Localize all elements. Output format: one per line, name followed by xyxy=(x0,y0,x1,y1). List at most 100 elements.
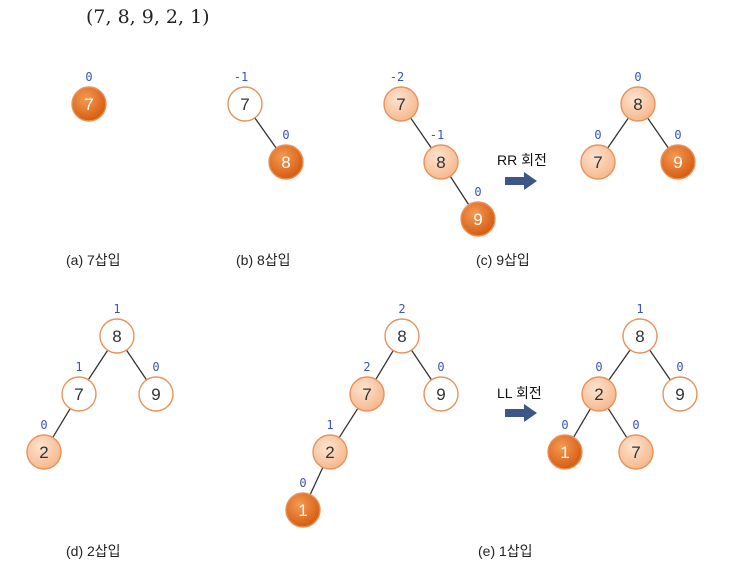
node-circle xyxy=(138,376,174,412)
balance-factor: 0 xyxy=(632,418,639,432)
node-key: 1 xyxy=(298,501,307,520)
node-circle xyxy=(26,434,62,470)
tree-edge xyxy=(375,350,394,380)
tree-node: 82 xyxy=(384,302,420,354)
node-circle xyxy=(383,86,419,122)
tree-node: 10 xyxy=(285,476,321,528)
node-circle xyxy=(312,434,348,470)
balance-factor: 1 xyxy=(636,302,643,316)
tree-edge xyxy=(125,349,148,381)
tree-edge xyxy=(647,117,669,149)
ll-rotation-arrow xyxy=(505,404,537,422)
node-circle xyxy=(268,144,304,180)
caption-e: (e) 1삽입 xyxy=(478,543,533,559)
node-key: 9 xyxy=(675,385,684,404)
node-circle xyxy=(547,434,583,470)
node-circle xyxy=(423,376,459,412)
node-key: 8 xyxy=(112,327,121,346)
node-circle xyxy=(618,434,654,470)
balance-factor: 0 xyxy=(474,185,481,199)
node-key: 2 xyxy=(594,385,603,404)
node-key: 7 xyxy=(84,95,93,114)
node-circle xyxy=(227,86,263,122)
tree-node: 81 xyxy=(99,302,135,354)
balance-factor: 0 xyxy=(674,128,681,142)
tree-node: 70 xyxy=(71,70,107,122)
tree-edge xyxy=(449,175,470,206)
node-circle xyxy=(71,86,107,122)
node-key: 7 xyxy=(631,443,640,462)
tree-edge xyxy=(607,117,629,149)
tree-edge xyxy=(52,408,71,438)
node-circle xyxy=(662,376,698,412)
tree-node: 81 xyxy=(622,302,658,354)
tree-node: 90 xyxy=(423,360,459,412)
node-circle xyxy=(620,86,656,122)
balance-factor: 0 xyxy=(676,360,683,374)
tree-edge xyxy=(410,117,432,149)
tree-node: 80 xyxy=(268,128,304,180)
balance-factor: 0 xyxy=(561,418,568,432)
tree-edge xyxy=(254,117,277,149)
node-key: 7 xyxy=(74,385,83,404)
node-key: 9 xyxy=(473,210,482,229)
tree-edge xyxy=(410,349,433,381)
node-circle xyxy=(581,376,617,412)
balance-factor: 0 xyxy=(282,128,289,142)
tree-node: 70 xyxy=(580,128,616,180)
balance-factor: 0 xyxy=(40,418,47,432)
tree-node: 71 xyxy=(61,360,97,412)
node-circle xyxy=(660,144,696,180)
balance-factor: 2 xyxy=(363,360,370,374)
balance-factor: 1 xyxy=(75,360,82,374)
node-key: 9 xyxy=(151,385,160,404)
node-key: 7 xyxy=(362,385,371,404)
node-circle xyxy=(423,144,459,180)
node-key: 9 xyxy=(673,153,682,172)
node-key: 8 xyxy=(281,153,290,172)
tree-edge xyxy=(573,408,591,438)
ll-rotation-label: LL 회전 xyxy=(497,385,542,401)
balance-factor: 0 xyxy=(152,360,159,374)
node-key: 9 xyxy=(436,385,445,404)
balance-factor: 2 xyxy=(398,302,405,316)
rr-rotation-label: RR 회전 xyxy=(497,152,547,168)
tree-node: 20 xyxy=(581,360,617,412)
caption-b: (b) 8삽입 xyxy=(236,252,291,268)
tree-node: 70 xyxy=(618,418,654,470)
node-circle xyxy=(460,201,496,237)
tree-edge xyxy=(649,349,671,381)
tree-node: 7-1 xyxy=(227,70,263,122)
caption-d: (d) 2삽입 xyxy=(66,543,121,559)
tree-edge xyxy=(608,349,631,381)
tree-node: 8 -1 xyxy=(423,128,459,180)
balance-factor: -1 xyxy=(430,128,444,142)
tree-node: 90 xyxy=(138,360,174,412)
node-key: 7 xyxy=(240,95,249,114)
balance-factor: 0 xyxy=(85,70,92,84)
node-key: 2 xyxy=(39,443,48,462)
node-circle xyxy=(349,376,385,412)
balance-factor: 0 xyxy=(594,128,601,142)
tree-node: 7-2 xyxy=(383,70,419,122)
node-circle xyxy=(580,144,616,180)
balance-factor: 0 xyxy=(634,70,641,84)
node-key: 8 xyxy=(635,327,644,346)
rr-rotation-arrow xyxy=(505,172,537,190)
tree-node: 20 xyxy=(26,418,62,470)
node-key: 8 xyxy=(436,153,445,172)
tree-node: 21 xyxy=(312,418,348,470)
balance-factor: -2 xyxy=(390,70,404,84)
node-key: 8 xyxy=(397,327,406,346)
node-key: 8 xyxy=(633,95,642,114)
balance-factor: 0 xyxy=(595,360,602,374)
caption-a: (a) 7삽입 xyxy=(66,252,121,268)
node-circle xyxy=(384,318,420,354)
balance-factor: 0 xyxy=(299,476,306,490)
node-circle xyxy=(61,376,97,412)
node-circle xyxy=(285,492,321,528)
tree-node: 80 xyxy=(620,70,656,122)
node-key: 7 xyxy=(593,153,602,172)
node-key: 2 xyxy=(325,443,334,462)
